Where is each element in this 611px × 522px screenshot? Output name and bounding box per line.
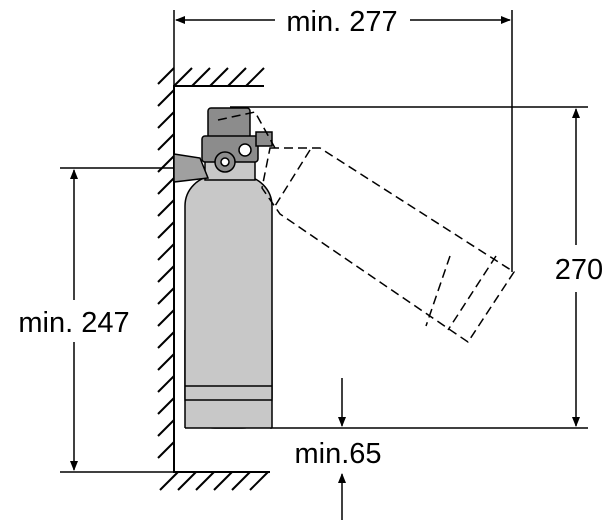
wall-outline: [173, 85, 270, 473]
filter-head: [207, 107, 251, 139]
side-dimension-label: min. 247: [18, 307, 129, 339]
wall-hatching: [157, 67, 269, 491]
tilted-filter-outline: [217, 111, 516, 344]
height-dimension-label: 270: [555, 254, 603, 286]
wall-bracket: [173, 153, 210, 183]
filter-unit: [173, 107, 273, 429]
width-dimension-label: min. 277: [286, 6, 397, 38]
extension-lines: [60, 10, 588, 473]
dimension-arrows: [70, 16, 580, 520]
bottom-dimension-label: min.65: [294, 438, 381, 470]
